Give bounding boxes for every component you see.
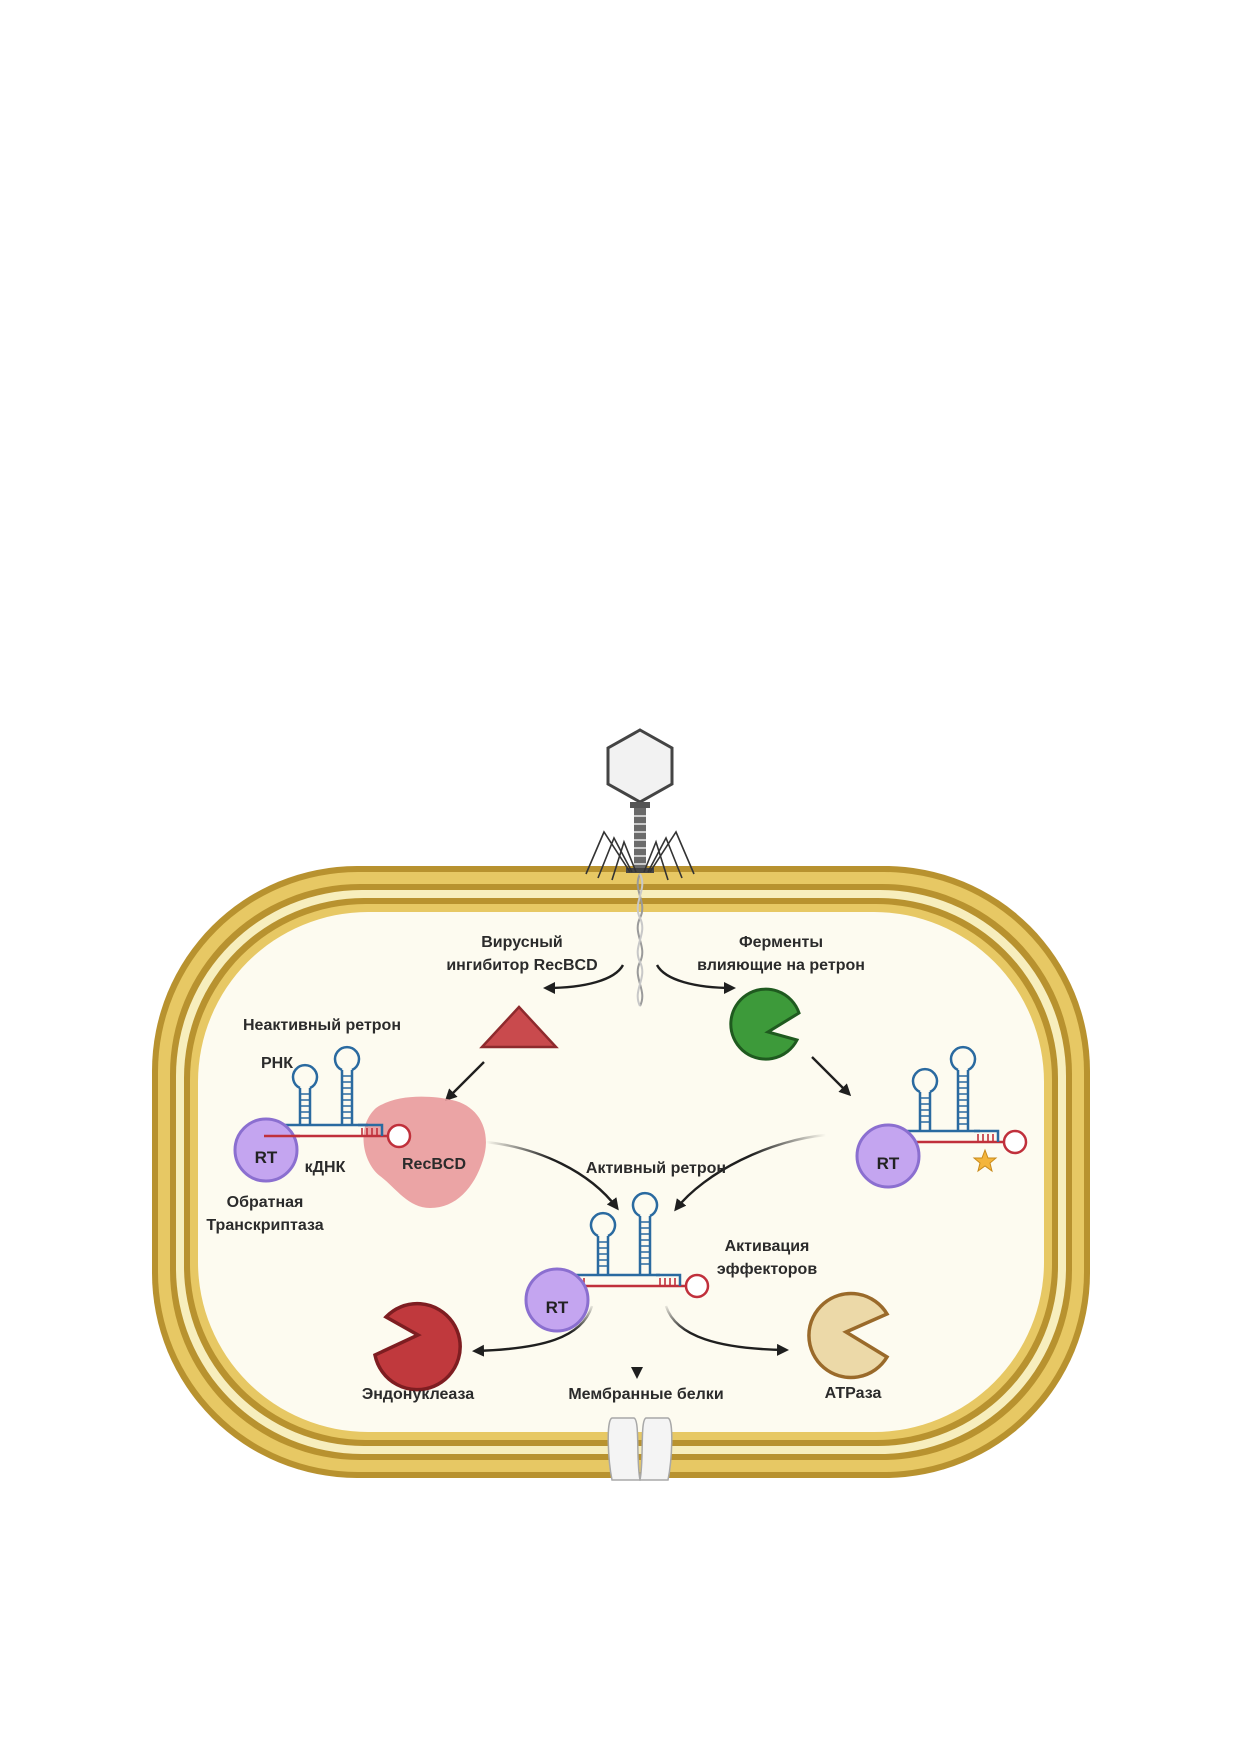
label-atpase: АТРаза	[825, 1385, 882, 1402]
label-cdna: кДНК	[305, 1159, 346, 1176]
rt-label: RT	[877, 1154, 900, 1173]
phage-capsid	[606, 728, 674, 804]
modification-star-icon	[972, 1148, 998, 1173]
bacteriophage	[585, 728, 695, 1007]
viral-recbcd-inhibitor-triangle	[479, 1005, 559, 1049]
label-effector-activation-line1: Активация	[725, 1238, 810, 1255]
label-reverse-transcriptase-line1: Обратная	[227, 1194, 304, 1211]
label-effector-activation-line2: эффекторов	[717, 1261, 817, 1278]
phage-tail-fibers	[585, 830, 695, 881]
recbcd-complex	[363, 1096, 486, 1208]
inactive-retron: RT	[233, 1045, 412, 1183]
phage-dna	[636, 873, 644, 1007]
rt-protein	[233, 1117, 299, 1183]
rt-label: RT	[255, 1148, 278, 1167]
label-recbcd: RecBCD	[402, 1156, 466, 1173]
pathway-arrows	[444, 964, 852, 1379]
endonuclease-pacman	[373, 1301, 462, 1392]
phage-tail	[634, 808, 646, 870]
label-endonuclease: Эндонуклеаза	[362, 1386, 474, 1403]
atpase-pacman	[807, 1291, 890, 1380]
label-viral-inhibitor-line2: ингибитор RecBCD	[446, 957, 597, 974]
label-rna: РНК	[261, 1055, 293, 1072]
diagram-labels: Вирусный ингибитор RecBCD Ферменты влияю…	[206, 934, 881, 1403]
rt-protein	[855, 1123, 921, 1189]
modified-retron: RT	[855, 1045, 1028, 1189]
label-enzymes-line2: влияющие на ретрон	[697, 957, 865, 974]
label-inactive-retron: Неактивный ретрон	[243, 1017, 401, 1034]
label-viral-inhibitor-line1: Вирусный	[481, 934, 563, 951]
retron-enzyme-pacman	[729, 987, 801, 1061]
label-membrane-proteins: Мембранные белки	[568, 1386, 723, 1403]
label-reverse-transcriptase-line2: Транскриптаза	[206, 1217, 323, 1234]
label-enzymes-line1: Ферменты	[739, 934, 823, 951]
rt-label: RT	[546, 1298, 569, 1317]
active-retron: RT	[524, 1191, 710, 1333]
rt-protein	[524, 1267, 590, 1333]
label-active-retron: Активный ретрон	[586, 1160, 726, 1177]
membrane-channel	[607, 1417, 673, 1481]
